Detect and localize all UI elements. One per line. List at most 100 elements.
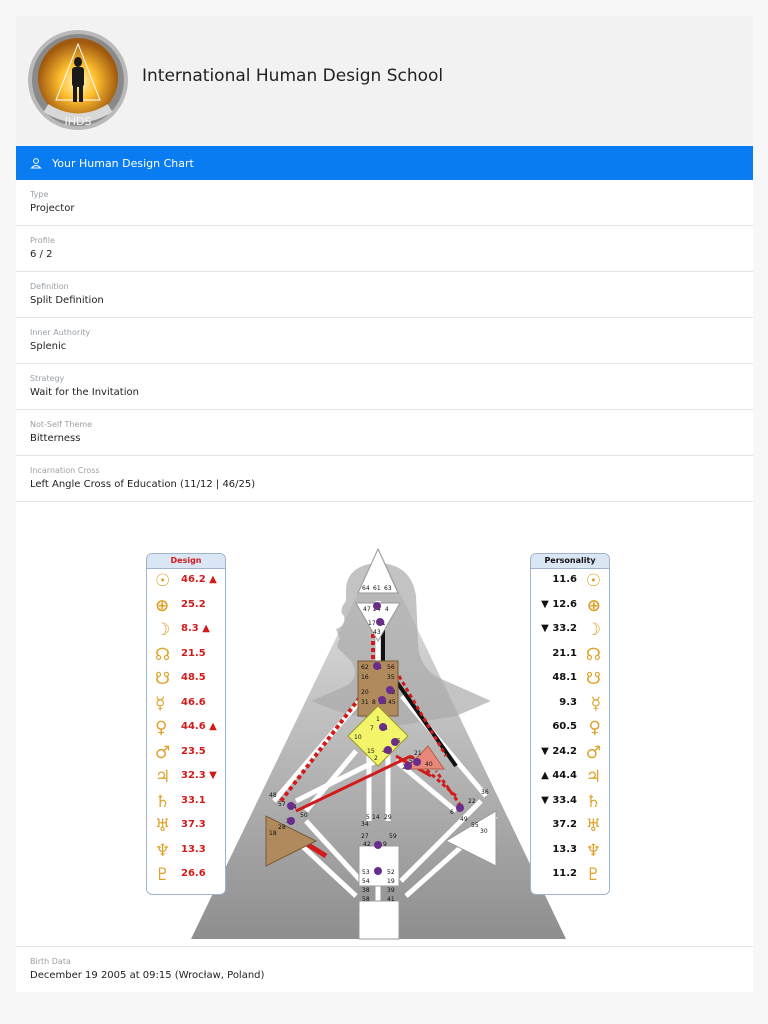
earth-icon: ⊕	[586, 595, 601, 616]
personality-row: ▼ 33.4 ♄	[531, 790, 609, 815]
gate-label: 5	[366, 814, 370, 821]
gate-label: 59	[389, 833, 397, 840]
gate-label: 61	[373, 585, 381, 592]
mars-icon: ♂	[585, 742, 601, 763]
gate-label: 47	[363, 606, 371, 613]
page: IHDS International Human Design School Y…	[16, 16, 753, 992]
personality-row: 11.2♇	[531, 863, 609, 888]
bodygraph: 64 61 63 47 24 4 17 11 43 62 23 56 16 35…	[191, 547, 566, 940]
gate-label: 2	[374, 755, 378, 762]
spleen-center	[265, 815, 318, 867]
design-value: 21.5	[181, 647, 206, 659]
design-value: 13.3	[181, 843, 206, 855]
section-header: Your Human Design Chart	[16, 146, 753, 180]
gate-label: 57	[278, 801, 286, 808]
personality-value: ▼ 33.4	[541, 794, 577, 806]
gate-label: 29	[384, 814, 392, 821]
gate-label: 16	[361, 674, 369, 681]
design-row: ☋ 48.5	[147, 667, 225, 692]
gate-label: 50	[300, 812, 308, 819]
south-node-icon: ☋	[155, 669, 171, 689]
mars-icon: ♂	[155, 742, 171, 763]
field-value: Left Angle Cross of Education (11/12 | 4…	[30, 479, 256, 490]
field-label: Profile	[30, 236, 55, 245]
personality-value: 37.2	[552, 819, 577, 830]
field-value: Wait for the Invitation	[30, 387, 139, 398]
design-row: ⊕25.2	[147, 594, 225, 619]
design-value: 48.5	[181, 672, 206, 683]
personality-value: 11.2	[552, 868, 577, 879]
gate-label: 34	[361, 821, 369, 828]
field-inner-authority: Inner Authority Splenic	[16, 318, 753, 364]
field-profile: Profile 6 / 2	[16, 226, 753, 272]
gate-label: 38	[362, 887, 370, 894]
gate-label: 17	[368, 620, 376, 627]
design-value: 44.6 ▲	[181, 721, 217, 732]
neptune-icon: ♆	[585, 840, 601, 861]
personality-value: 11.6	[552, 574, 577, 585]
gate-label: 19	[387, 878, 395, 885]
site-title: International Human Design School	[142, 66, 444, 86]
design-row: ♅37.3	[147, 814, 225, 839]
section-title: Your Human Design Chart	[52, 156, 194, 170]
field-label: Type	[30, 190, 49, 199]
gate-label: 15	[367, 748, 375, 755]
design-row: ♂ 23.5	[147, 741, 225, 766]
personality-panel-title: Personality	[531, 554, 609, 569]
design-row: ☽8.3 ▲	[147, 618, 225, 643]
design-row: ♆ 13.3	[147, 839, 225, 864]
jupiter-icon: ♃	[155, 767, 171, 787]
user-icon	[30, 158, 42, 169]
design-row: ☿46.6	[147, 692, 225, 717]
field-label: Strategy	[30, 374, 65, 383]
gate-label: 49	[460, 816, 468, 823]
sun-icon: ☉	[585, 571, 601, 591]
personality-value: ▲ 44.4	[541, 770, 577, 781]
gate-label: 51	[409, 758, 417, 765]
personality-row: 9.3☿	[531, 692, 609, 717]
field-label: Not-Self Theme	[30, 420, 93, 429]
personality-value: 9.3	[559, 696, 577, 708]
uranus-icon: ♅	[155, 816, 171, 836]
personality-value: ▼ 33.2	[541, 623, 577, 634]
design-row: ♃32.3 ▼	[147, 765, 225, 790]
site-header: IHDS International Human Design School	[16, 16, 753, 146]
saturn-icon: ♄	[585, 791, 601, 812]
field-label: Birth Data	[30, 957, 71, 966]
gate-label: 35	[387, 674, 395, 681]
bodygraph-area: 64 61 63 47 24 4 17 11 43 62 23 56 16 35…	[16, 501, 753, 947]
gate-label: 63	[384, 585, 392, 592]
field-label: Inner Authority	[30, 328, 91, 337]
design-value: 25.2	[181, 598, 206, 610]
personality-value: 13.3	[552, 843, 577, 855]
design-value: 33.1	[181, 794, 206, 806]
field-not-self-theme: Not-Self Theme Bitterness	[16, 410, 753, 456]
pluto-icon: ♇	[155, 865, 171, 885]
personality-row: 37.2♅	[531, 814, 609, 839]
gate-label: 64	[362, 585, 370, 592]
field-label: Definition	[30, 282, 69, 291]
sun-icon: ☉	[155, 571, 171, 591]
gate-label: 8	[372, 699, 376, 706]
personality-value: 60.5	[552, 721, 577, 732]
gate-label: 20	[361, 689, 369, 696]
head-center	[357, 547, 399, 594]
gate-label: 52	[387, 869, 395, 876]
neptune-icon: ♆	[155, 840, 171, 861]
field-value: Projector	[30, 203, 75, 214]
mercury-icon: ☿	[155, 693, 166, 714]
ihds-logo: IHDS	[28, 30, 128, 130]
design-panel-title: Design	[147, 554, 225, 569]
gate-label: 36	[481, 789, 489, 796]
saturn-icon: ♄	[155, 791, 171, 812]
gate-label: 42	[363, 841, 371, 848]
design-value: 23.5	[181, 745, 206, 757]
gate-label: 10	[354, 734, 362, 741]
design-row: ☉46.2 ▲	[147, 569, 225, 594]
logo-text: IHDS	[65, 115, 92, 128]
personality-row: ▼ 12.6⊕	[531, 594, 609, 619]
field-label: Incarnation Cross	[30, 466, 100, 475]
gate-label: 41	[387, 896, 395, 903]
gate-label: 53	[362, 869, 370, 876]
root-center	[358, 900, 400, 940]
